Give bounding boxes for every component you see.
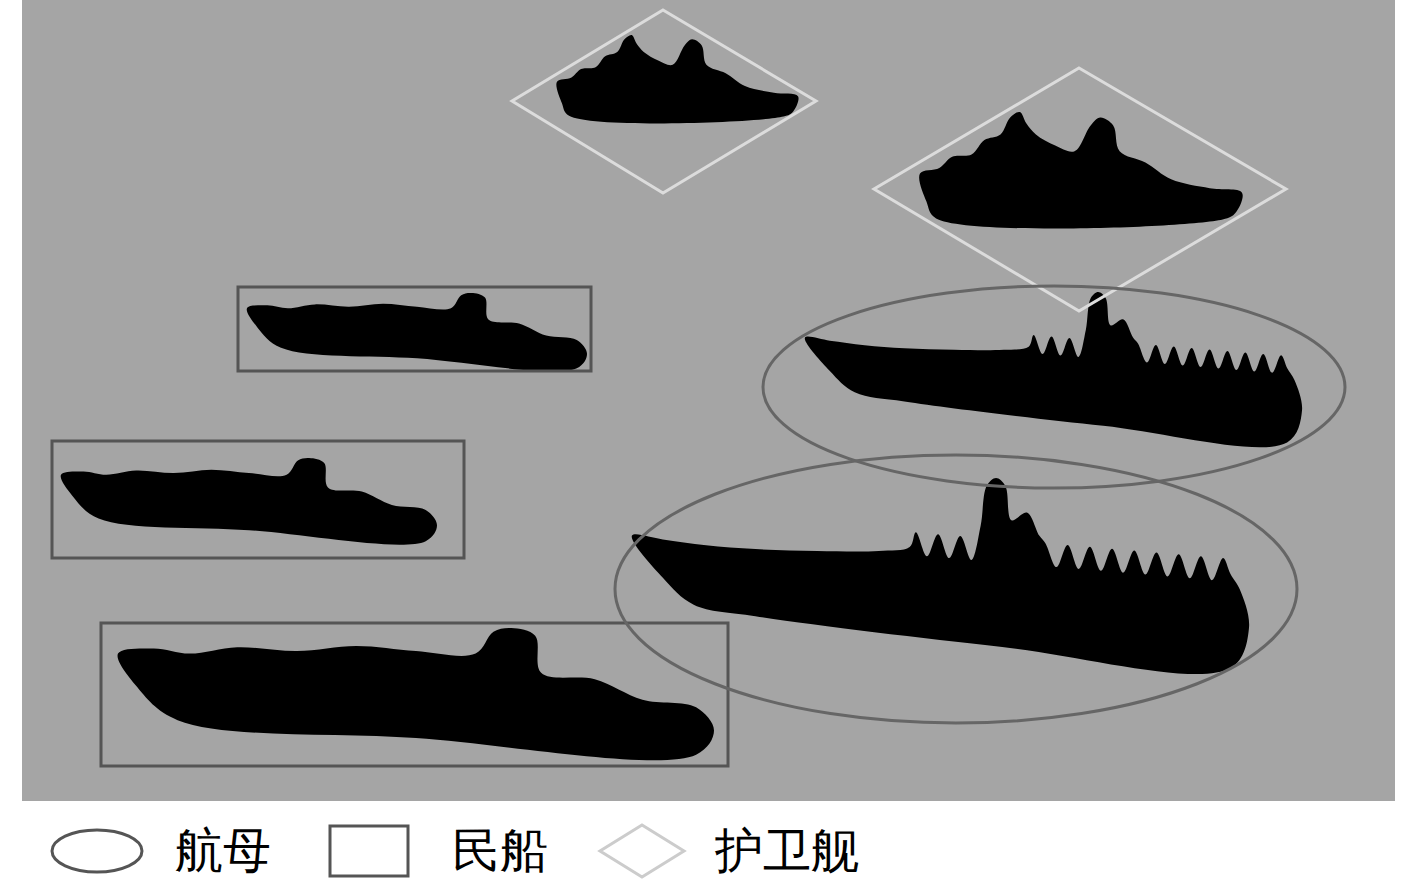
legend-label: 航母 <box>175 826 271 874</box>
legend-rect <box>330 826 408 876</box>
ship-silhouette <box>805 292 1302 447</box>
legend-label: 民船 <box>452 826 548 874</box>
legend-label: 护卫舰 <box>715 826 859 874</box>
legend-symbols <box>52 825 684 877</box>
legend-diamond <box>600 825 684 877</box>
civil-ship-box <box>101 623 728 766</box>
detection-outlines <box>52 10 1345 766</box>
ship-silhouette <box>118 628 714 760</box>
ship-silhouette <box>61 458 437 545</box>
frigate-diamond <box>874 68 1286 311</box>
frigate-diamond <box>512 10 816 193</box>
civil-ship-box <box>238 287 591 371</box>
sea-background <box>22 0 1395 801</box>
legend-ellipse <box>52 830 142 872</box>
carrier-ellipse <box>763 286 1345 488</box>
ship-silhouette <box>632 478 1249 674</box>
ship-silhouette <box>247 293 587 371</box>
carrier-ellipse <box>615 455 1297 723</box>
ship-silhouette <box>919 112 1243 229</box>
ship-silhouette <box>556 35 798 124</box>
civil-ship-box <box>52 441 464 558</box>
ship-silhouettes <box>61 35 1302 760</box>
